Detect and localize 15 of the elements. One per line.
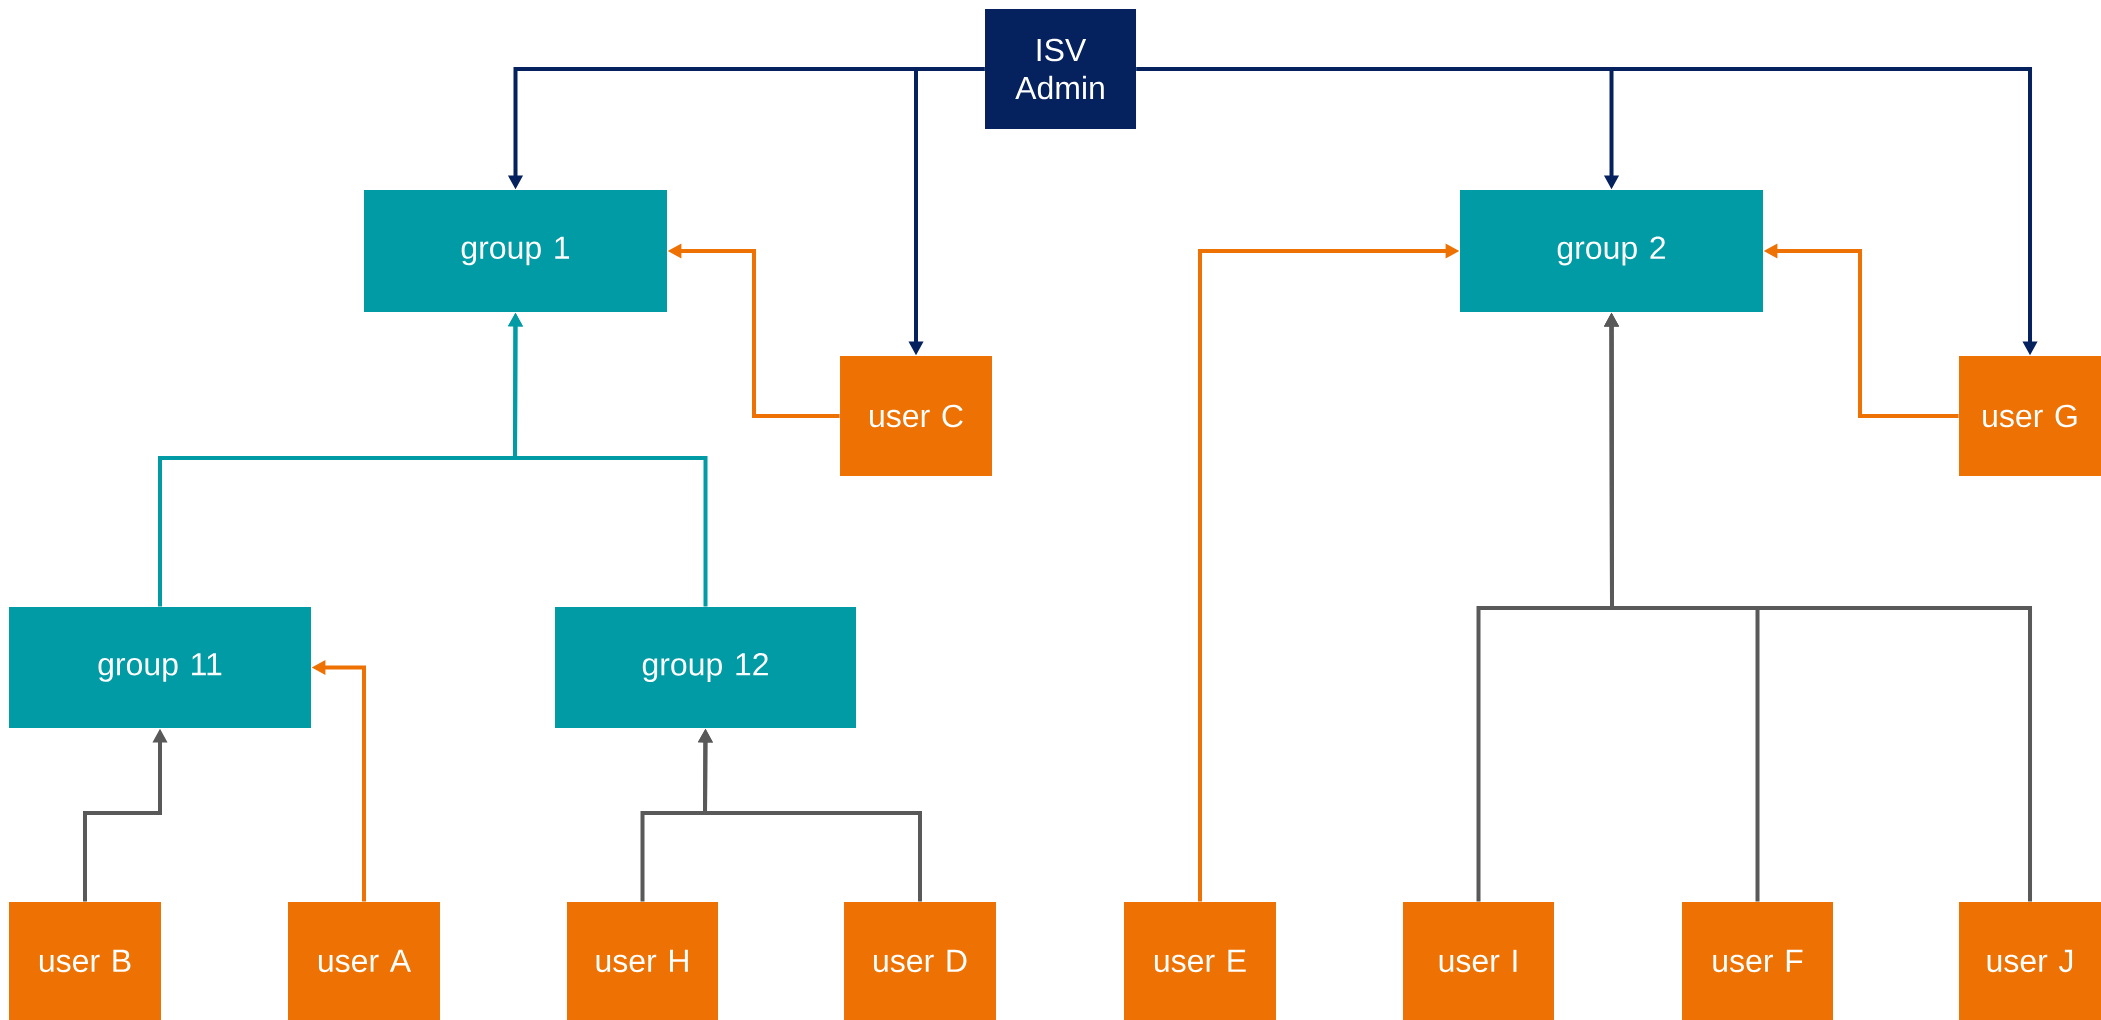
group-box: group 12 (555, 607, 856, 728)
group-box: group 11 (9, 607, 311, 728)
user-box: user G (1959, 356, 2101, 476)
user-box: user C (840, 356, 992, 476)
user-box: user I (1403, 902, 1554, 1020)
admin-box: ISV Admin (985, 9, 1136, 129)
group-box: group 2 (1460, 190, 1763, 312)
user-box: user H (567, 902, 718, 1020)
user-box: user J (1959, 902, 2101, 1020)
group-box: group 1 (364, 190, 667, 312)
user-box: user A (288, 902, 440, 1020)
user-box: user E (1124, 902, 1276, 1020)
user-box: user F (1682, 902, 1833, 1020)
user-box: user B (9, 902, 161, 1020)
user-box: user D (844, 902, 996, 1020)
